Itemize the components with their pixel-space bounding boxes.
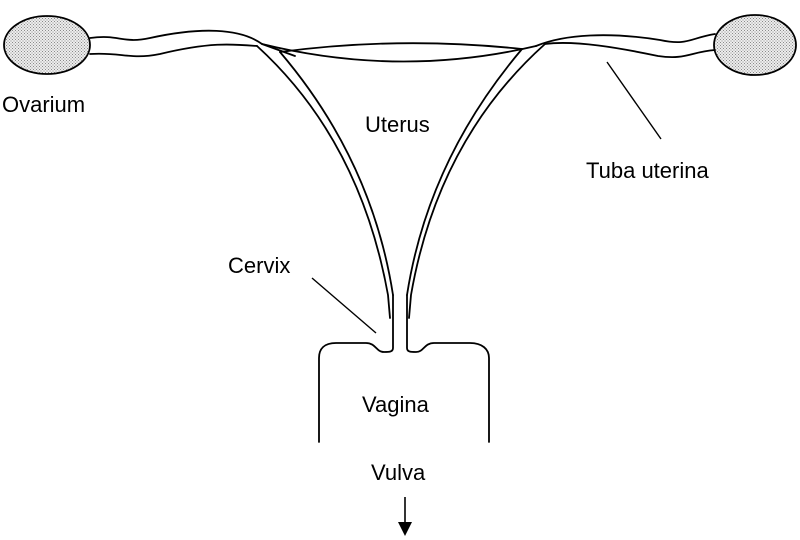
cervix-label: Cervix bbox=[228, 253, 290, 278]
left-tube-lower-wall bbox=[90, 44, 257, 56]
cervix-leader-line bbox=[312, 278, 376, 333]
vagina-label: Vagina bbox=[362, 392, 430, 417]
right-tube-upper-wall bbox=[536, 34, 715, 46]
right-tube-lower-wall bbox=[545, 43, 715, 57]
ovarium-label: Ovarium bbox=[2, 92, 85, 117]
uterus-fundus-inner bbox=[280, 43, 522, 52]
left-ovary bbox=[4, 16, 90, 74]
vulva-label: Vulva bbox=[371, 460, 426, 485]
vagina-right-wall bbox=[407, 295, 489, 442]
tuba-uterina-label: Tuba uterina bbox=[586, 158, 709, 183]
uterus-right-outer-wall bbox=[409, 44, 545, 318]
uterus-label: Uterus bbox=[365, 112, 430, 137]
tuba-uterina-leader-line bbox=[607, 62, 661, 139]
arrow-down-icon bbox=[398, 497, 412, 536]
vagina-left-wall bbox=[319, 295, 393, 442]
right-ovary bbox=[714, 15, 796, 75]
